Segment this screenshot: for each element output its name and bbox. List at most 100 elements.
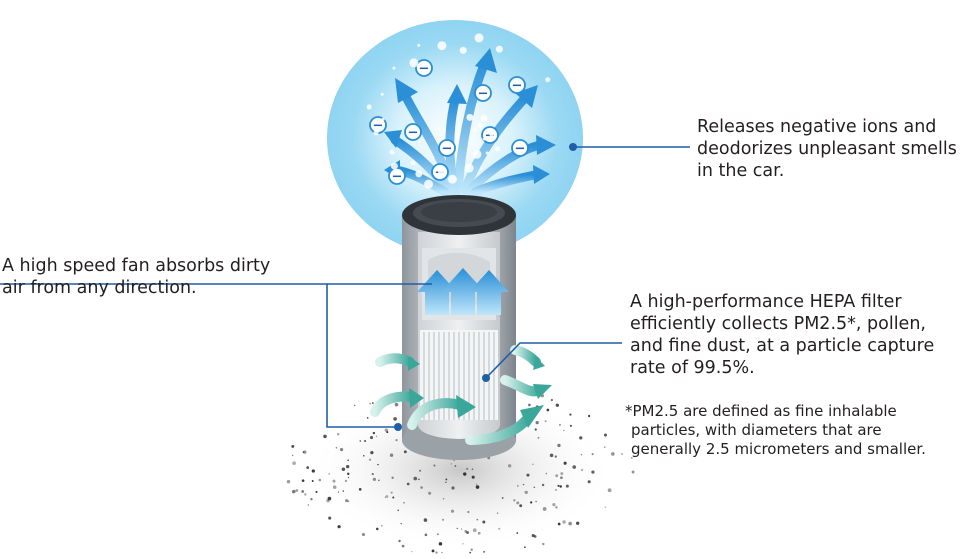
negative-ions: −−−−−−−−−− [366,33,551,189]
ion-icon [415,59,433,77]
dust-particle [323,434,327,439]
dust-particle [397,509,399,512]
dust-particle [311,480,314,482]
dust-particle [549,453,554,458]
dust-particle [339,448,344,452]
leader-dot-ions [569,143,577,151]
air-bubble [495,45,503,53]
dust-particle [451,486,455,490]
callout-hepa-filter: A high-performance HEPA filter efficient… [630,291,934,379]
dust-particle [630,456,633,459]
dust-particle [559,485,562,488]
dust-particle [557,443,561,448]
dust-particle [469,551,472,554]
ion-symbol: − [478,87,489,102]
dust-particle [534,428,537,431]
dust-particle [418,478,420,481]
dust-particle [328,473,330,475]
dust-particle [428,491,432,495]
ion-symbol: − [392,170,403,185]
dust-particle [445,478,448,481]
dust-particle [533,486,536,489]
dust-particle [310,497,313,501]
dust-particle [381,525,383,527]
dust-particle [477,531,481,535]
dust-particle [431,549,435,553]
ion-symbol: − [442,142,453,157]
dust-particle [555,488,557,491]
dust-particle [569,413,572,416]
dust-particle [555,506,558,509]
dust-particle [384,496,387,498]
air-bubble [424,179,434,189]
dust-particle [529,501,533,504]
pm25-footnote: *PM2.5 are defined as fine inhalable par… [625,402,926,459]
dust-particle [563,429,565,432]
callout-negative-ions: Releases negative ions and deodorizes un… [697,116,957,182]
air-bubble [474,33,484,43]
leader-dot-hepa [482,374,490,382]
dust-particle [563,461,567,465]
footnote-line: particles, with diameters that are [631,421,882,439]
air-bubble [392,66,396,70]
dust-particle [555,403,559,407]
dust-particle [438,542,443,546]
dust-particle [460,528,463,530]
leader-hepa [485,342,622,379]
dust-particle [437,533,439,535]
dust-particle [557,522,561,526]
ion-symbol: − [512,79,523,94]
dust-particle [588,414,591,418]
dust-particle [403,450,407,454]
dust-particle [292,461,296,466]
air-bubble [437,41,447,51]
dust-particle [419,469,422,472]
leader-dot-fan [394,423,402,431]
dust-particle [391,476,394,480]
dust-particle [591,453,594,456]
dust-particle [611,452,615,456]
dust-particle [554,455,557,458]
air-bubble [480,167,483,171]
dust-particle [580,454,583,456]
dust-particle [370,450,374,455]
dust-particle [337,491,340,493]
dust-particle [345,499,349,503]
dust-particle [386,431,389,434]
dust-particle [400,522,402,525]
callout-hepa-line: A high-performance HEPA filter [630,292,902,312]
dust-particle [542,542,545,546]
dust-particle [535,420,539,425]
dust-particle [568,521,572,526]
callout-hepa-line: rate of 99.5%. [630,358,755,378]
air-bubble [381,117,385,121]
dust-particle [579,436,583,440]
dust-particle [557,484,560,487]
dust-particle [559,424,561,426]
air-bubble [464,163,474,173]
dust-particle [544,420,547,423]
dust-particle [384,428,389,432]
ion-symbol: − [515,142,526,157]
dust-particle [306,466,310,470]
dust-particle [456,527,459,530]
dust-particle [555,474,559,478]
dust-particle [483,550,486,553]
dust-particle [442,498,445,500]
dust-cloud [305,390,615,550]
dust-particle [569,424,573,427]
ion-icon [508,76,526,94]
dust-particle [406,482,410,486]
air-bubble [495,146,501,152]
dust-particle [291,489,296,494]
dust-particle [531,533,535,538]
dust-particle [442,518,445,521]
air-bubble [410,160,416,166]
dust-particle [394,402,399,407]
dust-particle [475,483,478,486]
dust-particle [522,483,525,486]
ion-icon [404,123,422,141]
dust-particle [470,548,473,551]
dust-particle [462,543,464,545]
